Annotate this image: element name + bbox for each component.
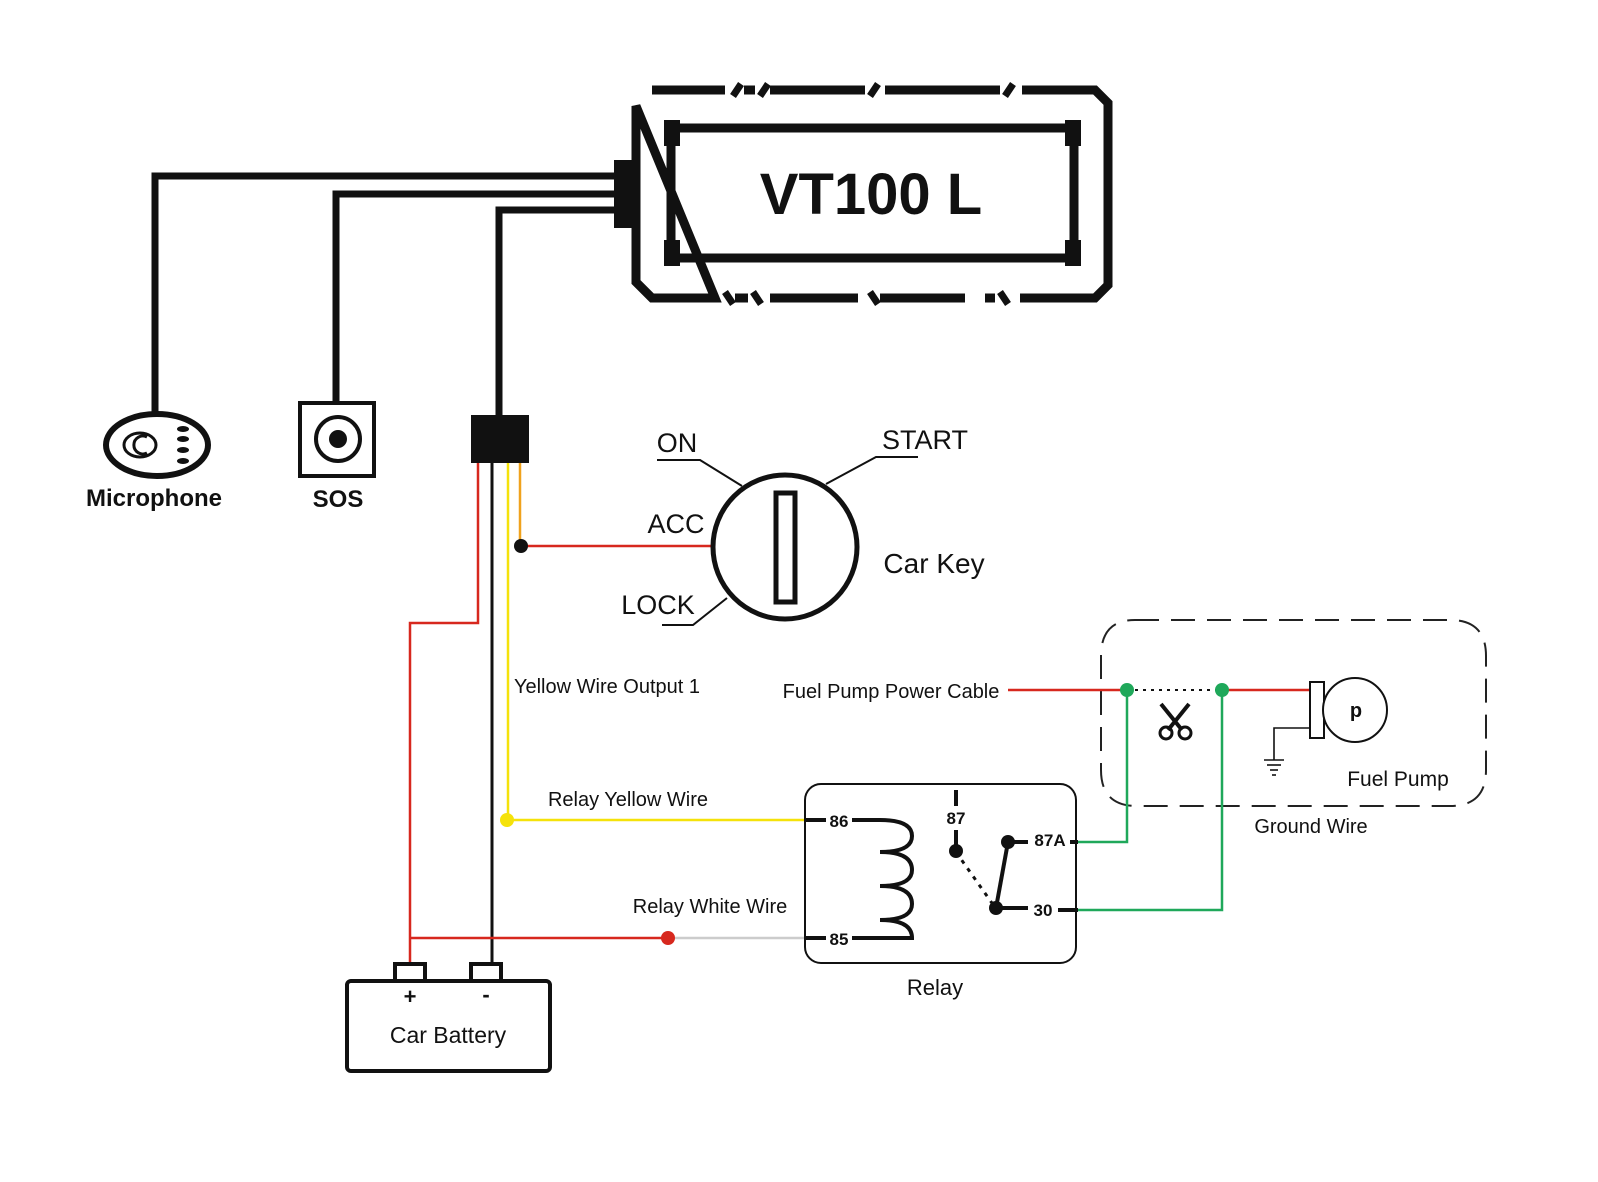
- red-power-wire: [408, 463, 480, 967]
- harness-connector: [471, 415, 529, 463]
- key-lock-label: LOCK: [621, 590, 695, 620]
- yellow-junction-dot: [500, 813, 514, 827]
- yellow-output-label: Yellow Wire Output 1: [514, 676, 700, 698]
- key-on-label: ON: [657, 428, 698, 458]
- green-87a-wire: [1078, 690, 1129, 844]
- cut-point-left: [1120, 683, 1134, 697]
- fuel-pump-wires: [1008, 688, 1310, 912]
- relay-pin-85: 85: [830, 930, 849, 949]
- battery-label: Car Battery: [390, 1022, 507, 1048]
- battery-minus: -: [482, 982, 489, 1007]
- sos-cable: [332, 190, 614, 403]
- fuel-pump-power-label: Fuel Pump Power Cable: [783, 681, 1000, 703]
- microphone-cable: [151, 172, 614, 414]
- key-acc-label: ACC: [647, 509, 704, 539]
- fuel-pump-icon: p: [1309, 677, 1388, 743]
- green-30-wire: [1078, 690, 1224, 912]
- relay-yellow-label: Relay Yellow Wire: [548, 789, 708, 811]
- fuel-pump-label: Fuel Pump: [1347, 768, 1449, 791]
- relay-label: Relay: [907, 975, 963, 1000]
- relay-white-label: Relay White Wire: [633, 896, 787, 918]
- car-key-label: Car Key: [883, 548, 984, 579]
- fuel-pump-zone: [1100, 619, 1487, 807]
- device-title: VT100 L: [760, 162, 982, 227]
- ground-symbol-icon: [1264, 727, 1310, 776]
- microphone-icon: [103, 411, 211, 479]
- sos-label: SOS: [313, 486, 364, 513]
- key-start-label: START: [882, 425, 968, 455]
- scissors-icon: [1158, 702, 1193, 741]
- battery-plus: +: [404, 984, 417, 1009]
- microphone-label: Microphone: [86, 485, 222, 512]
- relay-pin-30: 30: [1034, 901, 1053, 920]
- ground-wire-label: Ground Wire: [1254, 816, 1367, 838]
- main-harness-cable: [495, 206, 614, 418]
- device-cables: [151, 172, 614, 418]
- relay-pin-87a: 87A: [1034, 831, 1065, 850]
- car-battery: [345, 962, 552, 1073]
- relay-box: [804, 783, 1078, 964]
- relay-pin-87: 87: [947, 809, 966, 828]
- harness-wires: [408, 463, 808, 967]
- fuel-pump-symbol: p: [1350, 700, 1362, 722]
- vt100-device: VT100 L: [614, 82, 1113, 306]
- relay-pin-86: 86: [830, 812, 849, 831]
- acc-junction-dot: [514, 539, 528, 553]
- cut-point-right: [1215, 683, 1229, 697]
- car-key-switch: [657, 456, 918, 626]
- white-junction-dot: [661, 931, 675, 945]
- sos-button-icon: [298, 401, 376, 478]
